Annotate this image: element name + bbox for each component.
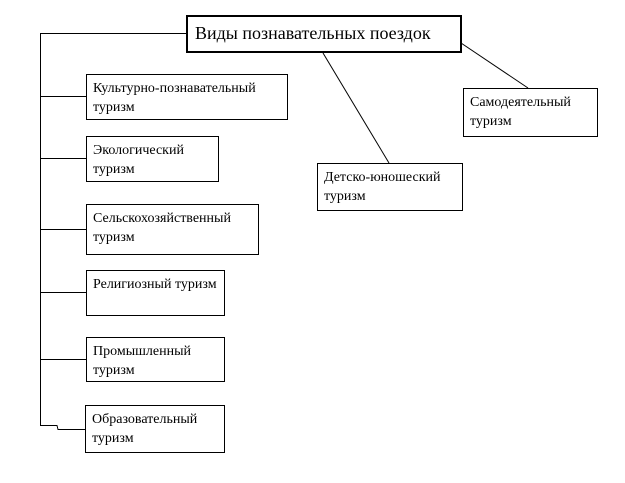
edge-root-trunk bbox=[40, 33, 186, 430]
node-amateur-tourism: Самодеятельный туризм bbox=[463, 88, 598, 137]
node-industrial-tourism-label: Промышленный туризм bbox=[93, 344, 191, 378]
node-religious-tourism-label: Религиозный туризм bbox=[93, 277, 217, 292]
node-educational-tourism-label: Образовательный туризм bbox=[92, 412, 198, 446]
node-youth-tourism-label: Детско-юношеский туризм bbox=[324, 170, 441, 204]
node-root: Виды познавательных поездок bbox=[186, 15, 462, 53]
node-agricultural-tourism: Сельскохозяйственный туризм bbox=[86, 204, 259, 255]
node-industrial-tourism: Промышленный туризм bbox=[86, 337, 225, 382]
node-youth-tourism: Детско-юношеский туризм bbox=[317, 163, 463, 211]
node-educational-tourism: Образовательный туризм bbox=[85, 405, 225, 453]
node-ecological-tourism: Экологический туризм bbox=[86, 136, 219, 182]
node-amateur-tourism-label: Самодеятельный туризм bbox=[470, 95, 571, 129]
node-cultural-tourism: Культурно-познавательный туризм bbox=[86, 74, 288, 120]
node-religious-tourism: Религиозный туризм bbox=[86, 270, 225, 316]
node-root-label: Виды познавательных поездок bbox=[195, 23, 431, 43]
edge-root-amateur bbox=[460, 42, 529, 89]
node-cultural-tourism-label: Культурно-познавательный туризм bbox=[93, 81, 256, 115]
edge-root-youth bbox=[322, 52, 390, 164]
node-agricultural-tourism-label: Сельскохозяйственный туризм bbox=[93, 211, 231, 245]
node-ecological-tourism-label: Экологический туризм bbox=[93, 143, 184, 177]
